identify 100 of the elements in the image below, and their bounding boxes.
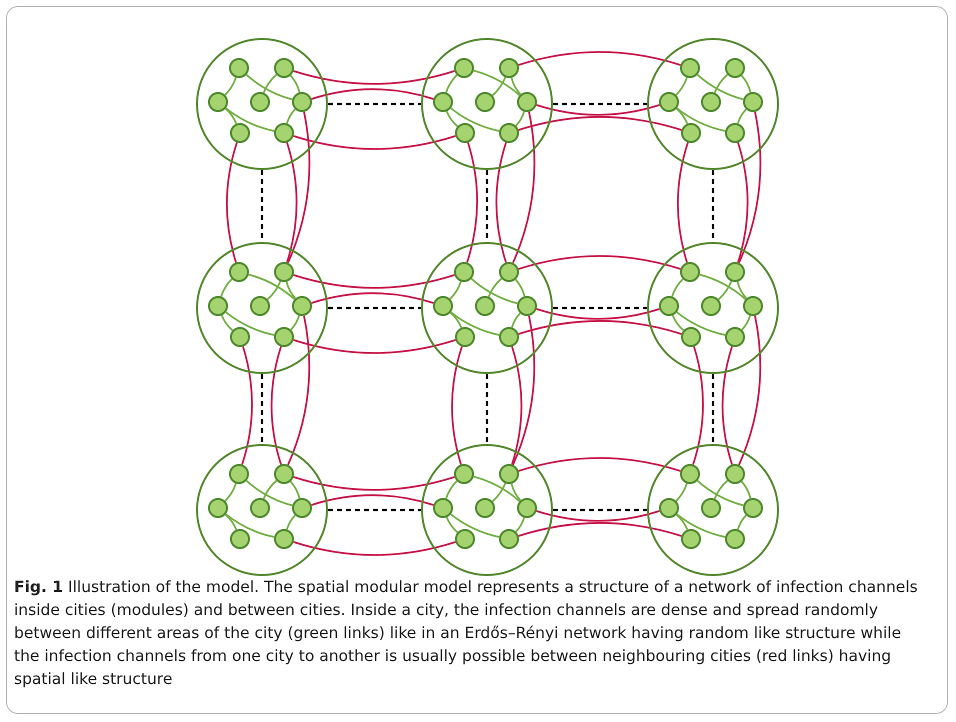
- city-circle: [196, 444, 328, 576]
- link-line: [445, 480, 458, 499]
- network-node: [499, 262, 519, 282]
- link-line: [737, 514, 747, 530]
- dashed-line: [328, 306, 421, 310]
- network-node: [725, 262, 745, 282]
- link-line: [737, 142, 748, 263]
- city-circle: [647, 242, 779, 374]
- network-node: [725, 58, 745, 78]
- link-line: [311, 292, 434, 304]
- link-line: [671, 278, 684, 297]
- link-line: [510, 483, 522, 502]
- link-line: [675, 483, 688, 502]
- network-node: [475, 498, 495, 518]
- network-node: [475, 92, 495, 112]
- network-node: [499, 464, 519, 484]
- network-node: [517, 92, 537, 112]
- link-line: [676, 142, 689, 263]
- network-node: [725, 529, 745, 549]
- link-line: [226, 142, 238, 263]
- link-line: [518, 320, 682, 335]
- network-node: [230, 123, 250, 143]
- network-node: [499, 327, 519, 347]
- dashed-line: [486, 374, 488, 444]
- link-line: [225, 311, 274, 336]
- link-line: [224, 514, 238, 530]
- network-node: [433, 92, 453, 112]
- network-node: [455, 123, 475, 143]
- link-line: [246, 74, 293, 100]
- link-line: [496, 142, 507, 263]
- link-line: [449, 281, 462, 300]
- link-line: [270, 346, 282, 465]
- link-line: [740, 480, 752, 499]
- network-node: [274, 58, 294, 78]
- link-line: [225, 513, 274, 538]
- link-line: [722, 346, 733, 465]
- link-line: [518, 457, 681, 472]
- link-line: [676, 513, 726, 538]
- link-line: [714, 74, 728, 94]
- network-node: [250, 498, 270, 518]
- link-line: [714, 480, 728, 500]
- link-line: [466, 142, 478, 263]
- link-line: [676, 514, 688, 530]
- network-node: [274, 123, 294, 143]
- network-node: [208, 92, 228, 112]
- network-node: [274, 262, 294, 282]
- link-line: [311, 494, 434, 506]
- link-line: [511, 312, 521, 328]
- network-node: [659, 498, 679, 518]
- city-circle: [421, 38, 553, 170]
- link-line: [286, 281, 296, 300]
- link-line: [675, 77, 688, 96]
- link-line: [515, 111, 525, 126]
- link-line: [262, 480, 278, 500]
- link-line: [718, 280, 732, 300]
- network-node: [229, 262, 249, 282]
- network-node: [701, 92, 721, 112]
- link-line: [248, 274, 296, 300]
- network-node: [455, 529, 475, 549]
- dashed-line: [553, 102, 647, 106]
- link-line: [492, 76, 506, 96]
- link-line: [676, 311, 726, 336]
- link-line: [287, 316, 310, 466]
- link-line: [224, 108, 238, 124]
- network-node: [454, 58, 474, 78]
- link-line: [738, 316, 762, 466]
- link-line: [492, 482, 506, 502]
- link-line: [241, 346, 253, 465]
- link-line: [450, 311, 500, 336]
- network-node: [274, 529, 294, 549]
- link-line: [311, 88, 434, 100]
- dashed-line: [260, 374, 264, 444]
- link-line: [518, 116, 682, 131]
- link-line: [290, 315, 300, 330]
- network-node: [680, 464, 700, 484]
- link-line: [220, 278, 233, 297]
- link-line: [290, 74, 300, 93]
- dashed-line: [328, 508, 421, 512]
- network-node: [274, 464, 294, 484]
- link-line: [290, 480, 300, 499]
- link-line: [224, 77, 237, 96]
- link-line: [536, 510, 660, 522]
- link-line: [450, 513, 500, 538]
- network-node: [499, 58, 519, 78]
- network-node: [499, 529, 519, 549]
- link-line: [470, 278, 518, 304]
- network-node: [701, 296, 721, 316]
- link-line: [518, 255, 681, 270]
- link-line: [514, 278, 526, 297]
- dashed-line: [712, 374, 714, 444]
- link-line: [293, 339, 456, 354]
- link-line: [286, 514, 296, 530]
- dashed-line: [553, 306, 647, 310]
- link-line: [740, 74, 752, 93]
- link-line: [515, 517, 525, 532]
- network-node: [659, 296, 679, 316]
- network-node: [659, 92, 679, 112]
- network-node: [433, 498, 453, 518]
- link-line: [473, 70, 520, 96]
- link-line: [286, 108, 296, 124]
